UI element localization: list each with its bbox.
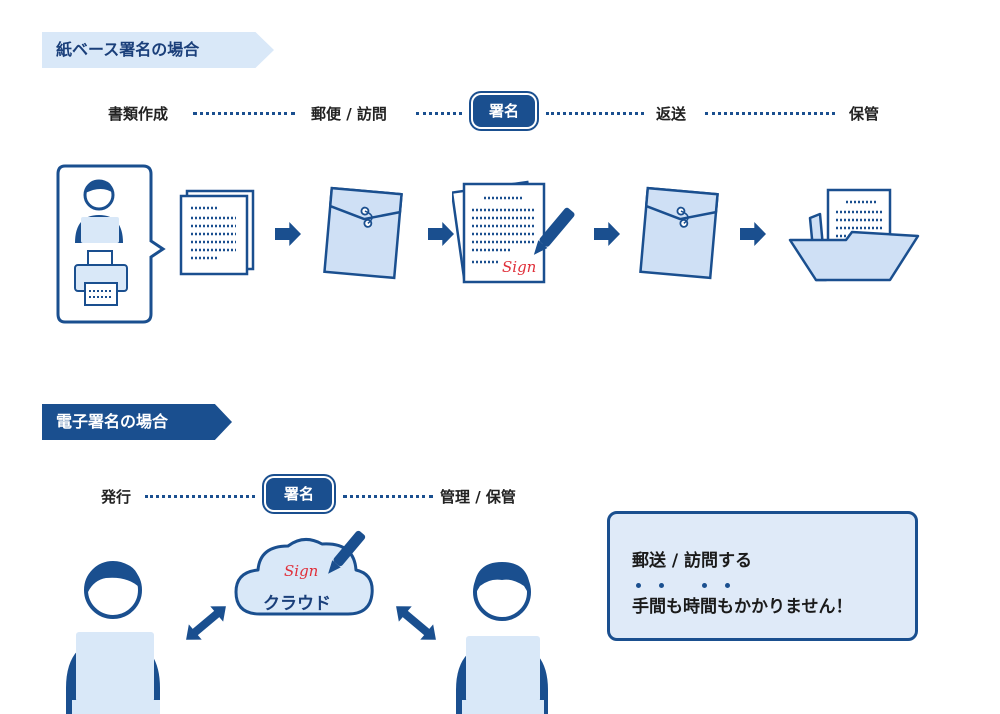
folder-icon <box>788 188 920 282</box>
flow-arrow-icon <box>594 222 620 246</box>
step-return: 返送 <box>656 105 687 123</box>
dotted-connector <box>343 495 433 498</box>
emphasis-dot <box>725 583 730 588</box>
step-create-document: 書類作成 <box>108 105 169 123</box>
sign-step-badge: 署名 <box>473 95 535 127</box>
signed-document-icon: Sign <box>452 180 575 284</box>
message-line-1: 郵送 / 訪問する <box>632 551 753 571</box>
flow-arrow-icon <box>275 222 301 246</box>
printer-icon <box>74 250 128 306</box>
emphasis-dot <box>702 583 707 588</box>
digital-section-banner: 電子署名の場合 <box>42 404 232 440</box>
receiver-person-icon <box>456 562 548 714</box>
envelope-icon <box>323 186 403 280</box>
step-issue: 発行 <box>101 488 132 506</box>
laptop-icon <box>76 632 154 702</box>
emphasis-dot <box>636 583 641 588</box>
flow-arrow-icon <box>740 222 766 246</box>
return-envelope-icon <box>639 186 719 280</box>
digital-sign-badge: 署名 <box>266 478 332 510</box>
person-icon <box>75 179 123 243</box>
benefit-message-box: 郵送 / 訪問する 手間も時間もかかりません！ <box>607 511 918 641</box>
cloud-sign-handwriting: Sign <box>284 562 318 580</box>
person-printer-card <box>56 164 166 324</box>
message-line-2: 手間も時間もかかりません！ <box>632 597 853 617</box>
step-store: 保管 <box>849 105 880 123</box>
sign-handwriting: Sign <box>502 258 536 276</box>
flow-arrow-icon <box>428 222 454 246</box>
right-double-arrow-icon <box>396 606 436 640</box>
emphasis-dot <box>659 583 664 588</box>
step-manage-store: 管理 / 保管 <box>440 488 516 506</box>
dotted-connector <box>416 112 462 115</box>
pen-icon <box>533 207 575 255</box>
sender-person-icon <box>66 561 160 714</box>
cloud-label: クラウド <box>263 594 331 614</box>
document-stack-icon <box>179 189 255 276</box>
dotted-connector <box>546 112 644 115</box>
left-double-arrow-icon <box>186 606 226 640</box>
dotted-connector <box>705 112 835 115</box>
step-mail-visit: 郵便 / 訪問 <box>311 105 387 123</box>
dotted-connector <box>193 112 295 115</box>
pen-icon <box>328 530 366 574</box>
paper-section-banner: 紙ベース署名の場合 <box>42 32 274 68</box>
dotted-connector <box>145 495 255 498</box>
laptop-icon <box>466 636 540 702</box>
cloud-icon: Sign <box>234 530 374 616</box>
